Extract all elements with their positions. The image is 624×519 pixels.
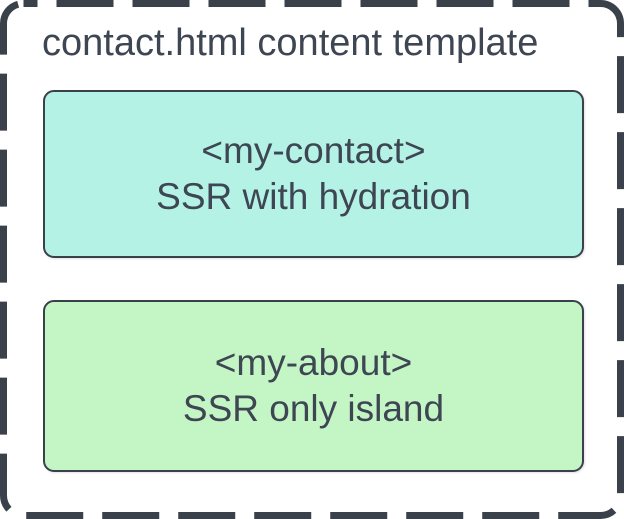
node-my-about: <my-about> SSR only island <box>43 300 584 472</box>
node-my-contact: <my-contact> SSR with hydration <box>43 90 584 258</box>
node-my-about-description: SSR only island <box>182 388 445 429</box>
node-my-about-tag-label: <my-about> <box>214 342 413 383</box>
node-my-contact-tag-label: <my-contact> <box>201 130 426 171</box>
node-my-contact-description: SSR with hydration <box>156 176 471 217</box>
diagram-title: contact.html content template <box>42 22 539 64</box>
